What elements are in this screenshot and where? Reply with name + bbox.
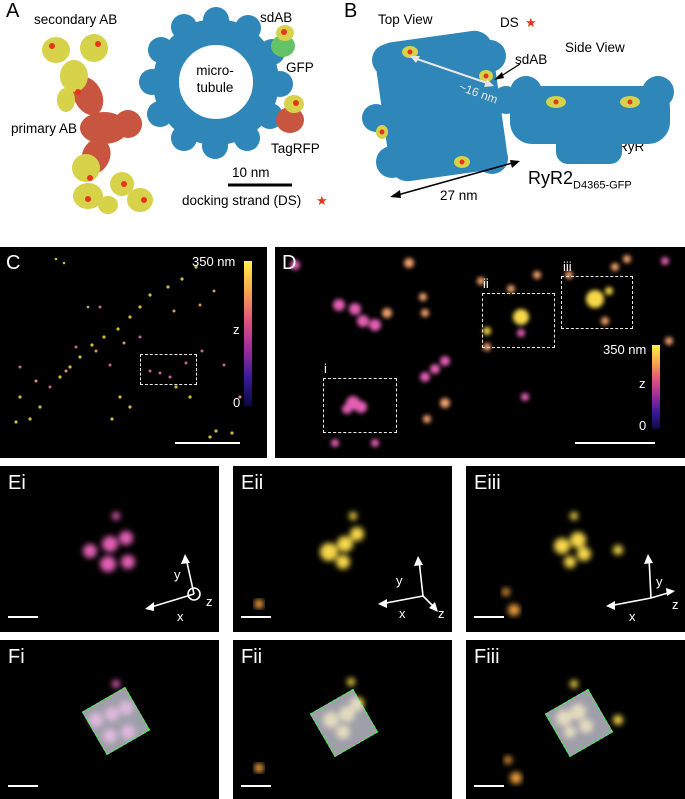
panel-ei-blobs [83, 512, 135, 572]
axis-z-eiii: z [672, 597, 679, 612]
ryr2-name: RyR2 [528, 168, 574, 188]
panel-fiii-image: Fiii [466, 640, 685, 799]
panel-c-image: 350 nm z 0 [0, 247, 267, 458]
panel-fii-image: Fii [233, 640, 452, 799]
colorbar-c-axis: z [233, 322, 240, 337]
dist-27-arrow [393, 161, 517, 197]
secondary-ab-label: secondary AB [34, 12, 118, 27]
roi-label-i: i [324, 361, 327, 376]
sdab-label-a: sdAB [260, 10, 293, 25]
panel-a-illustration [42, 7, 304, 214]
dist-16-arrow [413, 57, 491, 85]
scale-label-a: 10 nm [232, 165, 270, 180]
ryr2-construct-label: RyR2D4365-GFP [528, 168, 632, 192]
panel-c-label-overlay: C [6, 252, 21, 274]
colorbar-c-min: 0 [233, 395, 241, 410]
axis-x-eii: x [399, 606, 406, 621]
axis-y-ei: y [174, 567, 181, 582]
panel-ei-image: y x z Ei [0, 466, 219, 632]
panel-fi-image: Fi [0, 640, 219, 799]
ds-stars-a [49, 29, 299, 203]
axis-x-eiii: x [629, 609, 636, 624]
scale-bar-eiii [474, 616, 504, 618]
colorbar-d-max: 350 nm [603, 342, 647, 357]
panel-eiii-blobs [502, 512, 623, 616]
panel-eii-label: Eii [241, 472, 264, 494]
scale-bar-ei [8, 616, 38, 618]
colorbar-d-axis: z [639, 376, 646, 391]
panel-eii-blobs [254, 512, 364, 609]
scale-bar-c [175, 442, 240, 444]
tagrfp-label: TagRFP [271, 141, 320, 156]
axis-x-ei: x [177, 609, 184, 624]
colorbar-c [244, 261, 252, 406]
axis-z-ei: z [206, 594, 213, 609]
panel-ei-label: Ei [8, 472, 26, 494]
scale-bar-fii [241, 785, 271, 787]
panel-fii-label: Fii [241, 646, 263, 668]
roi-label-ii: ii [483, 276, 489, 291]
panel-c-localizations [14, 257, 242, 439]
roi-box-c [140, 354, 197, 385]
roi-box-d-i [323, 378, 397, 433]
roi-label-iii: iii [563, 259, 572, 274]
docking-strand-label: docking strand (DS) [182, 193, 302, 208]
sdab-top-view [376, 46, 493, 168]
panel-eiii-label: Eiii [474, 472, 501, 494]
docking-strand-star-icon: ★ [316, 193, 328, 208]
sdab-label-b: sdAB [515, 52, 548, 67]
microtubule-label: micro- tubule [190, 62, 240, 96]
panel-fi-label: Fi [8, 646, 25, 668]
microtubule-label-line1: micro- [196, 63, 234, 78]
panel-d-label: D [282, 252, 297, 274]
scale-bar-fiii [474, 785, 504, 787]
roi-box-d-iii [561, 276, 633, 329]
gfp-shape [271, 35, 295, 57]
colorbar-d-min: 0 [639, 418, 647, 433]
panel-d-localizations [290, 255, 673, 447]
scale-bar-fi [8, 785, 38, 787]
panel-b-illustration: ~16 nm [362, 30, 674, 198]
side-view-label: Side View [565, 40, 625, 55]
axis-y-eii: y [396, 573, 403, 588]
axis-y-eiii: y [656, 574, 663, 589]
ryr-top-view [362, 30, 520, 182]
primary-ab-shape [72, 76, 142, 174]
panel-d-image: i ii iii 350 nm z 0 [275, 247, 685, 458]
primary-ab-label: primary AB [11, 121, 78, 136]
panel-a-label: A [6, 0, 20, 22]
ryr-side-view [510, 76, 674, 164]
axes-eiii [606, 554, 675, 610]
ds-star-icon: ★ [525, 15, 537, 30]
colorbar-d [652, 345, 660, 429]
panel-eii-image: y x z Eii [233, 466, 452, 632]
tagrfp-shape [276, 107, 304, 133]
microtubule-label-line2: tubule [196, 80, 234, 95]
ds-label: DS [500, 15, 519, 30]
scale-bar-eii [241, 616, 271, 618]
roi-box-d-ii [482, 293, 555, 348]
ryr2-subscript: D4365-GFP [573, 179, 632, 192]
axes-eii [378, 556, 438, 612]
gfp-label: GFP [286, 60, 314, 75]
colorbar-c-max: 350 nm [192, 254, 236, 269]
scale-bar-d [575, 442, 655, 444]
panel-fiii-label: Fiii [474, 646, 500, 668]
microtubule-ring [139, 7, 293, 159]
axes-ei [145, 554, 201, 611]
panel-b-label: B [344, 0, 358, 22]
panel-eiii-image: y x z Eiii [466, 466, 685, 632]
axis-z-eii: z [438, 606, 445, 621]
dist-27-label: 27 nm [440, 188, 478, 203]
top-view-label: Top View [378, 12, 433, 27]
